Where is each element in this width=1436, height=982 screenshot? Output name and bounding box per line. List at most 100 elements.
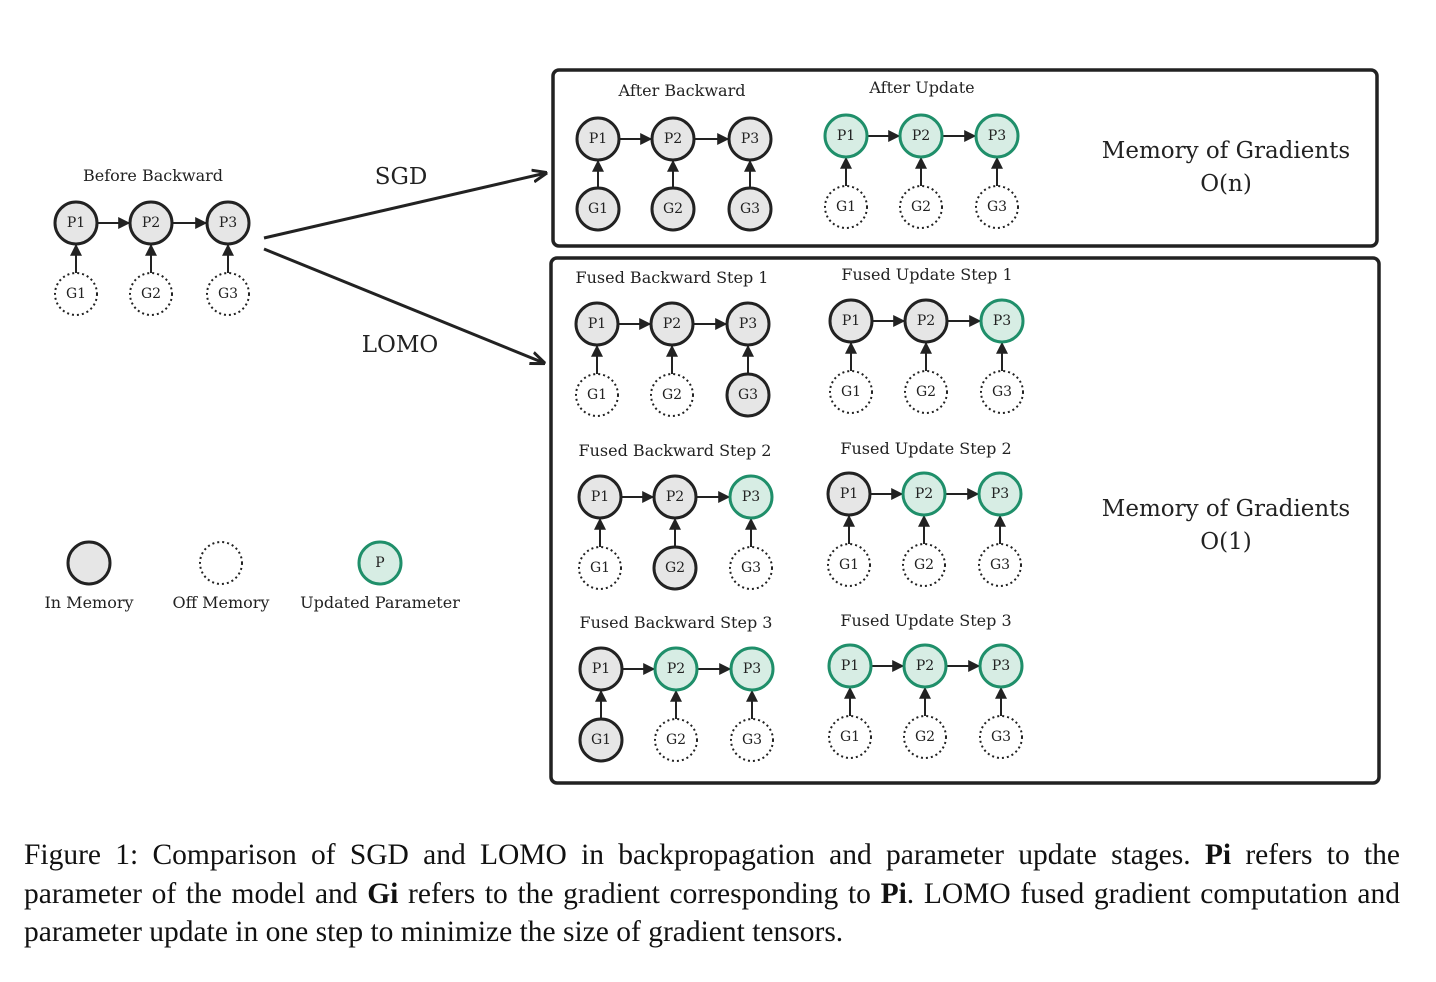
fb1-p2-label: P2 [663,316,681,332]
fu1-g3-circle [980,370,1024,414]
sgd_bw-g3-label: G3 [740,201,760,217]
sgd-memory-complexity: O(n) [1200,171,1252,197]
fb1-g3-circle [725,372,771,418]
sgd_up-p3-circle [974,113,1020,159]
fu3-g3-circle [979,715,1023,759]
sgd_bw-g3-circle [727,186,773,232]
sgd_up-p1-circle [823,113,869,159]
caption-bold-pi-2: Pi [880,877,907,910]
before-backward-title: Before Backward [83,166,223,185]
fb1-g2-circle [650,373,694,417]
fb3-p3-label: P3 [743,661,761,677]
fused-update-3-title: Fused Update Step 3 [840,611,1011,630]
fu3-p1-circle [827,643,873,689]
caption-part-3: refers to the gradient corresponding to [398,877,881,910]
sgd_bw-p1-circle [575,116,621,162]
before-g1-label: G1 [66,286,86,302]
fb3-g2-label: G2 [666,732,686,748]
caption-part-4: . LOMO fused gradient computation and pa… [24,877,1400,949]
fb2-g1-label: G1 [590,560,610,576]
fu3-p3-label: P3 [992,658,1010,674]
fu2-g1-label: G1 [839,557,859,573]
fb2-p1-label: P1 [591,489,609,505]
caption-bold-pi-1: Pi [1204,839,1232,871]
fb3-p1-circle [578,646,624,692]
sgd_bw-g2-circle [650,186,696,232]
fused-update-1-title: Fused Update Step 1 [841,265,1012,284]
fu3-p1-label: P1 [841,658,859,674]
sgd_up-p2-label: P2 [912,128,930,144]
fu2-p3-label: P3 [991,486,1009,502]
fu2-p2-label: P2 [915,486,933,502]
fu2-p1-circle [826,471,872,517]
fu3-g3-label: G3 [991,729,1011,745]
fu3-p3-circle [978,643,1024,689]
sgd-label: SGD [375,164,428,190]
fb2-p1-circle [577,474,623,520]
fb3-g1-circle [578,717,624,763]
lomo-label: LOMO [362,332,439,358]
lomo-memory-label: Memory of Gradients [1102,496,1350,522]
fu1-p3-label: P3 [993,313,1011,329]
sgd_bw-p2-circle [650,116,696,162]
fu3-g1-circle [828,715,872,759]
fu1-g3-label: G3 [992,384,1012,400]
fu3-g1-label: G1 [840,729,860,745]
fused-backward-2-title: Fused Backward Step 2 [579,441,772,460]
legend-updated-circle [357,540,403,586]
fb3-g2-circle [654,718,698,762]
fb2-g1-circle [578,546,622,590]
before-g1-circle [54,272,98,316]
sgd_bw-p2-label: P2 [664,131,682,147]
before-p3-label: P3 [219,215,237,231]
sgd_bw-g1-circle [575,186,621,232]
sgd_bw-p1-label: P1 [589,131,607,147]
legend-updated-symbol: P [375,555,384,571]
caption-bold-gi: Gi [367,877,399,910]
fb2-p3-circle [728,474,774,520]
before-g3-label: G3 [218,286,238,302]
lomo-arrow [263,247,544,363]
after-backward-title: After Backward [618,81,746,100]
sgd_up-p1-label: P1 [837,128,855,144]
fu2-g3-label: G3 [990,557,1010,573]
sgd_up-g1-circle [824,185,868,229]
sgd-panel [551,68,1379,248]
sgd_bw-p3-circle [727,116,773,162]
sgd-arrow [263,173,546,240]
fu2-p2-circle [901,471,947,517]
fb2-p2-label: P2 [666,489,684,505]
lomo-panel [549,256,1381,785]
fu1-p1-label: P1 [842,313,860,329]
node-chains: P1G1P2G2P3G3P1G1P2G2P3G3P1G1P2G2P3G3P1G1… [53,113,1025,763]
fb3-p2-label: P2 [667,661,685,677]
fu2-g2-label: G2 [914,557,934,573]
fb3-g3-circle [730,718,774,762]
fu2-g2-circle [902,543,946,587]
before-p1-circle [53,200,99,246]
fused-update-2-title: Fused Update Step 2 [840,439,1011,458]
sgd_up-g3-label: G3 [987,199,1007,215]
before-p2-circle [128,200,174,246]
fu1-p2-circle [903,298,949,344]
fb2-p3-label: P3 [742,489,760,505]
before-g2-label: G2 [141,286,161,302]
fu1-g1-circle [829,370,873,414]
sgd_up-p2-circle [898,113,944,159]
legend-off-memory-label: Off Memory [173,593,270,612]
fu2-p3-circle [977,471,1023,517]
fb2-g2-label: G2 [665,560,685,576]
fb3-g3-label: G3 [742,732,762,748]
before-p3-circle [205,200,251,246]
sgd-memory-label: Memory of Gradients [1102,138,1350,164]
fu3-p2-circle [902,643,948,689]
fu2-g1-circle [827,543,871,587]
before-p1-label: P1 [67,215,85,231]
